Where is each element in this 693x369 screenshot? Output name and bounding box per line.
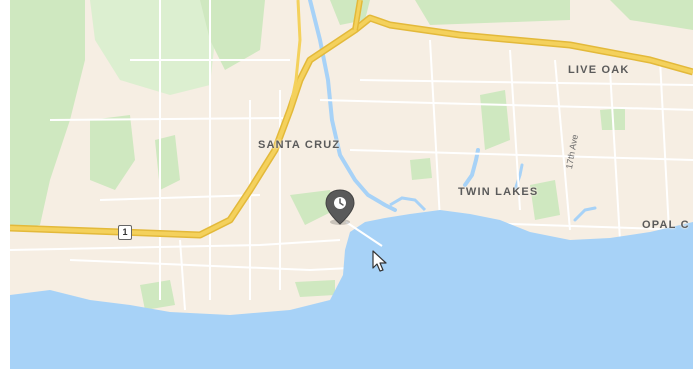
- route-shield-icon: 1: [118, 225, 132, 240]
- place-label-live-oak: LIVE OAK: [568, 64, 630, 76]
- park-south: [295, 280, 335, 297]
- park-small-2: [290, 190, 335, 225]
- map-canvas[interactable]: [10, 0, 693, 369]
- location-pin-icon[interactable]: [325, 189, 355, 225]
- place-label-opal-cliffs: OPAL C: [642, 219, 690, 231]
- map-view[interactable]: SANTA CRUZ LIVE OAK TWIN LAKES OPAL C 17…: [10, 0, 693, 369]
- park-small-3: [410, 158, 432, 180]
- park-mid-west: [90, 115, 135, 190]
- highway-1: [10, 16, 693, 237]
- park-upper: [200, 0, 265, 70]
- park-east-1: [480, 90, 510, 150]
- mouse-cursor-icon: [372, 250, 387, 272]
- park-top-far-right: [610, 0, 693, 30]
- park-small-1: [155, 135, 180, 190]
- park-west: [10, 0, 85, 230]
- place-label-twin-lakes: TWIN LAKES: [458, 186, 539, 198]
- corcoran-lagoon: [513, 163, 524, 192]
- park-top-right: [415, 0, 570, 25]
- moran-lake: [573, 206, 597, 222]
- schwan-lagoon: [463, 148, 480, 187]
- park-north: [90, 0, 215, 95]
- park-east-2: [530, 180, 560, 220]
- highway-17: [353, 0, 362, 31]
- highway-9: [288, 0, 302, 111]
- place-label-santa-cruz: SANTA CRUZ: [258, 139, 341, 151]
- ocean: [10, 210, 693, 369]
- river-mouth: [389, 196, 427, 212]
- park-south-west: [140, 280, 175, 310]
- street-grid: [10, 0, 693, 311]
- wharf: [345, 221, 383, 247]
